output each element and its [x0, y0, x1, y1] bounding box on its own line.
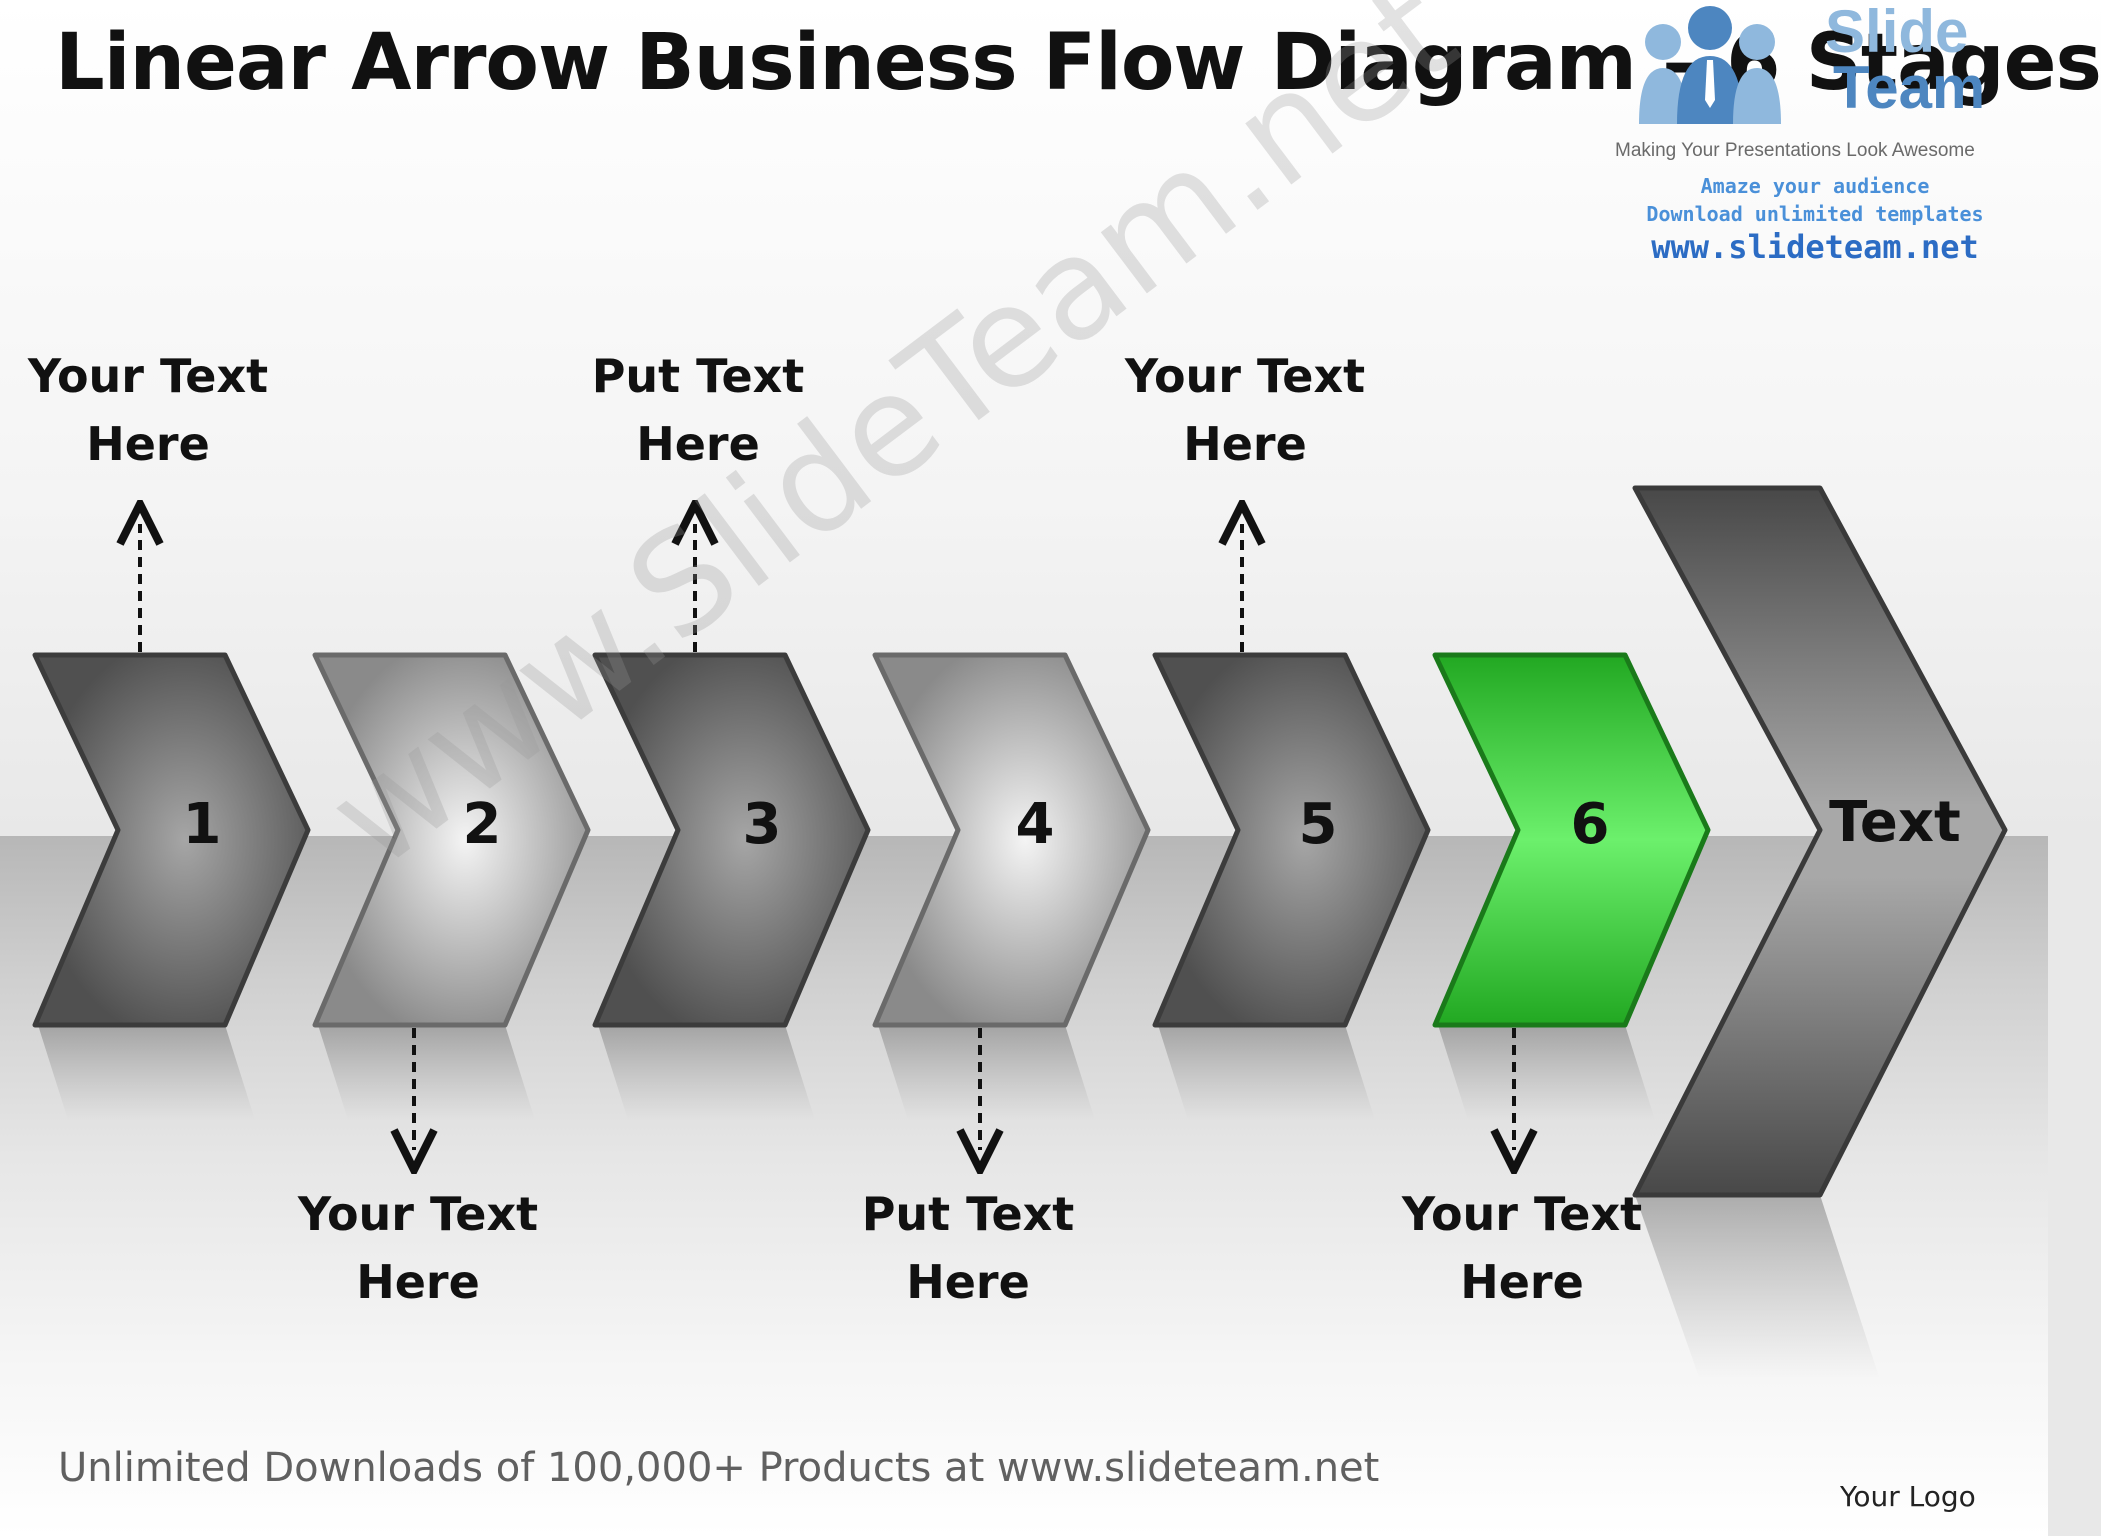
brand-tagline: Making Your Presentations Look Awesome — [1615, 140, 1975, 161]
top-label-2-line-1: Put Text — [591, 349, 805, 403]
bottom-label-1: Your Text Here — [288, 1180, 548, 1316]
brand-site-link[interactable]: www.slideteam.net — [1651, 228, 1979, 266]
stage-2-number: 2 — [462, 792, 502, 857]
bottom-label-2-line-1: Put Text — [861, 1187, 1075, 1241]
bottom-label-3: Your Text Here — [1392, 1180, 1652, 1316]
brand-promo: Amaze your audience Download unlimited t… — [1615, 172, 2015, 228]
top-label-2-line-2: Here — [636, 417, 760, 471]
stage-6-number: 6 — [1570, 792, 1610, 857]
footer-promo: Unlimited Downloads of 100,000+ Products… — [58, 1445, 1380, 1491]
brand-word-2: Team — [1833, 54, 1986, 121]
logo-placeholder: Your Logo — [1840, 1480, 1976, 1513]
flow-diagram — [32, 485, 2008, 1380]
bottom-label-2: Put Text Here — [838, 1180, 1098, 1316]
brand-promo-line-2: Download unlimited templates — [1646, 202, 1984, 226]
final-arrow-chevron — [1632, 485, 2008, 1198]
stage-5-chevron — [1152, 652, 1431, 1028]
team-people-icon — [1639, 6, 1781, 124]
final-arrow-label: Text — [1829, 790, 1961, 855]
stage-reflections — [38, 1025, 1880, 1380]
bottom-label-3-line-1: Your Text — [1401, 1187, 1643, 1241]
brand-wordmark: Slide Team — [1825, 0, 1986, 121]
stage-1-number: 1 — [182, 792, 222, 857]
stage-3-number: 3 — [742, 792, 782, 857]
top-label-2: Put Text Here — [568, 342, 828, 478]
top-label-3-line-2: Here — [1183, 417, 1307, 471]
brand-word-1: Slide — [1825, 0, 1969, 65]
stage-shapes — [32, 485, 2008, 1198]
stage-1-chevron — [32, 652, 311, 1028]
stage-3-chevron — [592, 652, 871, 1028]
top-label-1-line-2: Here — [86, 417, 210, 471]
bottom-label-1-line-1: Your Text — [297, 1187, 539, 1241]
stage-5-number: 5 — [1298, 792, 1338, 857]
brand-logo: Slide Team Making Your Presentations Loo… — [1605, 0, 2025, 274]
bottom-label-1-line-2: Here — [356, 1255, 480, 1309]
stage-4-chevron — [872, 652, 1151, 1028]
bottom-label-2-line-2: Here — [906, 1255, 1030, 1309]
stage-4-number: 4 — [1015, 792, 1055, 857]
top-label-1: Your Text Here — [18, 342, 278, 478]
brand-promo-line-1: Amaze your audience — [1700, 174, 1930, 198]
top-label-1-line-1: Your Text — [27, 349, 269, 403]
stage-2-chevron — [312, 652, 591, 1028]
top-label-3-line-1: Your Text — [1124, 349, 1366, 403]
connector-arrows — [140, 524, 1514, 1150]
bottom-label-3-line-2: Here — [1460, 1255, 1584, 1309]
top-label-3: Your Text Here — [1115, 342, 1375, 478]
stage-6-chevron — [1432, 652, 1711, 1028]
